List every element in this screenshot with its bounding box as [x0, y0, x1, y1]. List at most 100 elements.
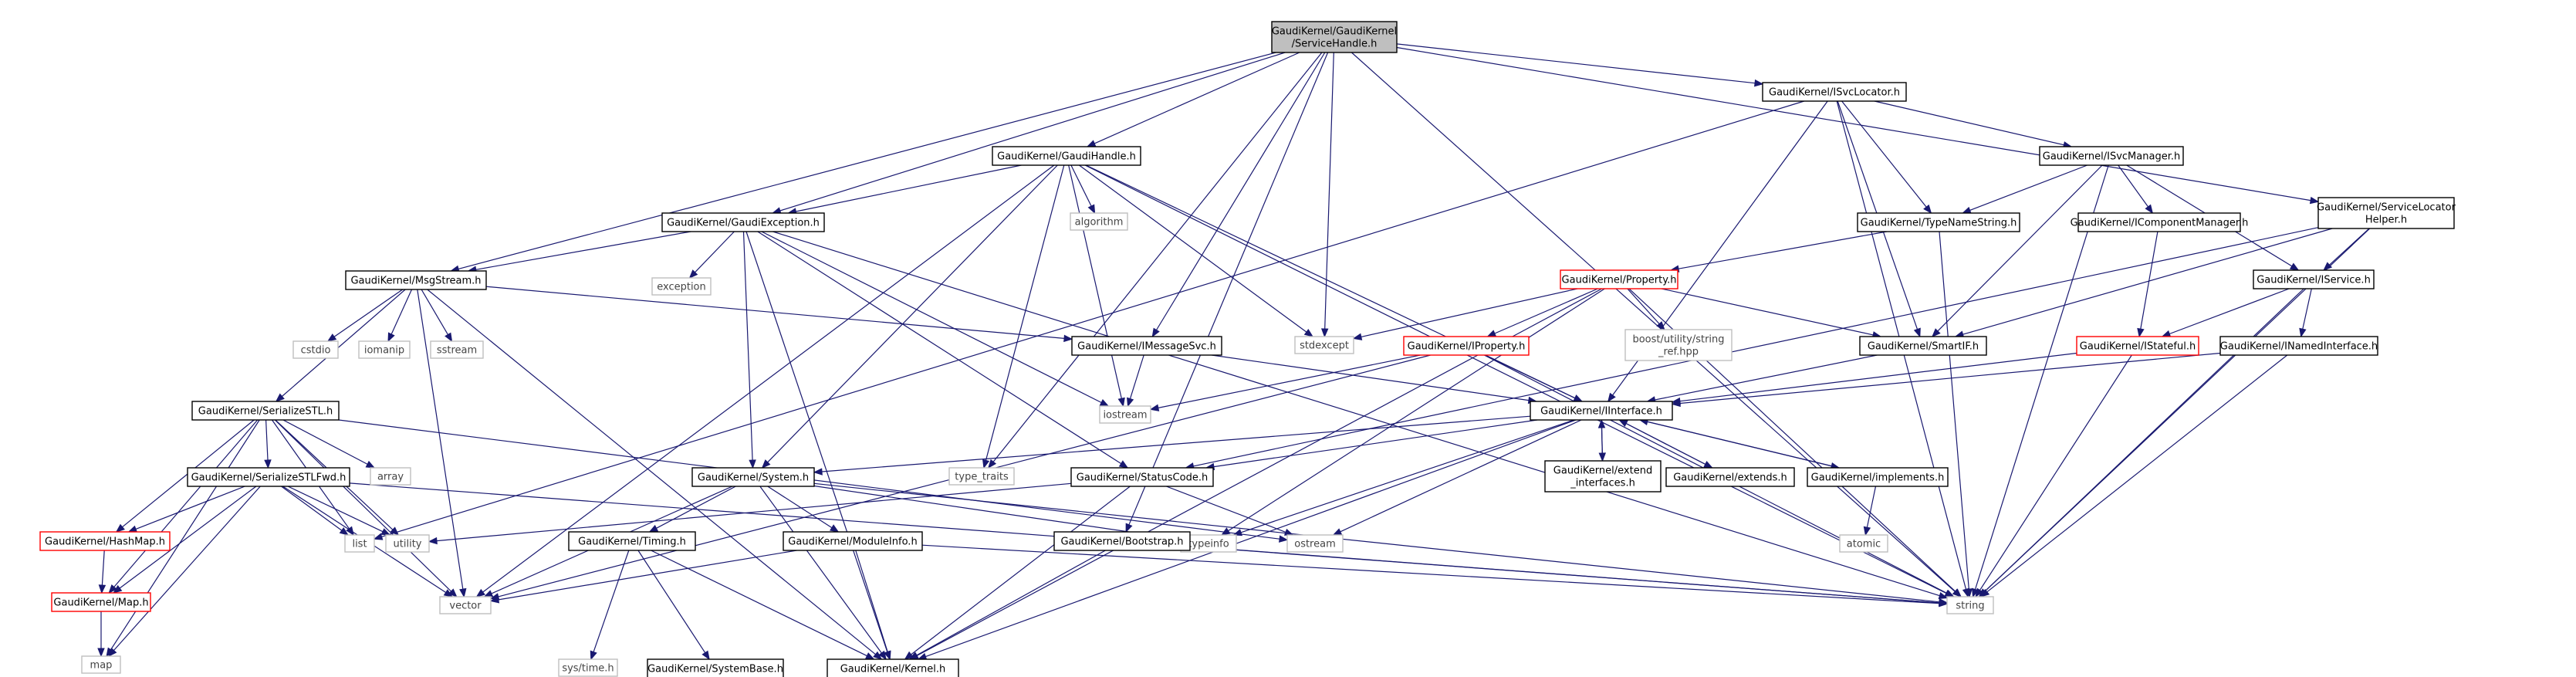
node-utility: utility — [385, 534, 430, 553]
node-msgstream[interactable]: GaudiKernel/MsgStream.h — [345, 270, 487, 290]
node-label: GaudiKernel/IStateful.h — [2080, 341, 2196, 353]
node-istateful[interactable]: GaudiKernel/IStateful.h — [2076, 336, 2199, 356]
node-array: array — [370, 467, 411, 486]
node-imessagesvc[interactable]: GaudiKernel/IMessageSvc.h — [1071, 336, 1222, 356]
node-label: GaudiKernel/Timing.h — [578, 537, 686, 548]
node-property[interactable]: GaudiKernel/Property.h — [1560, 269, 1678, 289]
edge-hashmap-to-map_h — [98, 550, 106, 594]
edge-property-to-boostref — [1627, 288, 1665, 330]
node-inamedinterface[interactable]: GaudiKernel/INamedInterface.h — [2219, 336, 2378, 356]
edge-gaudiexception-to-kernel — [745, 231, 891, 661]
edge-gaudiexception-to-statuscode — [757, 231, 1129, 469]
node-exception: exception — [651, 277, 712, 296]
edge-serializestl-to-map_h — [108, 419, 259, 594]
node-label: atomic — [1847, 539, 1881, 550]
node-box — [558, 658, 618, 677]
node-icomponentmanager[interactable]: GaudiKernel/IComponentManager.h — [2071, 212, 2249, 232]
node-moduleinfo[interactable]: GaudiKernel/ModuleInfo.h — [783, 531, 923, 551]
node-box — [1839, 534, 1888, 553]
node-iproperty[interactable]: GaudiKernel/IProperty.h — [1403, 336, 1530, 356]
node-box — [568, 531, 696, 551]
node-timing[interactable]: GaudiKernel/Timing.h — [568, 531, 696, 551]
node-box — [651, 277, 712, 296]
node-box — [370, 467, 411, 486]
node-hashmap[interactable]: GaudiKernel/HashMap.h — [39, 531, 171, 551]
node-label: _interfaces.h — [1570, 478, 1635, 489]
node-box — [1099, 405, 1151, 424]
edge-map_h-to-map — [97, 611, 105, 658]
node-string: string — [1946, 596, 1994, 614]
node-implements[interactable]: GaudiKernel/implements.h — [1807, 467, 1949, 487]
edge-gaudihandle-to-iostream — [1068, 164, 1125, 408]
node-extendinterfaces[interactable]: GaudiKernel/extend_interfaces.h — [1544, 460, 1662, 493]
node-isvclocator[interactable]: GaudiKernel/ISvcLocator.h — [1762, 82, 1907, 102]
node-box — [1071, 336, 1222, 356]
node-systembase[interactable]: GaudiKernel/SystemBase.h — [647, 658, 784, 677]
node-box — [439, 596, 492, 614]
edge-system-to-kernel — [759, 486, 887, 661]
edge-moduleinfo-to-string — [921, 544, 1949, 608]
node-smartif[interactable]: GaudiKernel/SmartIF.h — [1859, 336, 1987, 356]
node-label: GaudiKernel/GaudiKernel — [1272, 26, 1397, 38]
node-isvcmanager[interactable]: GaudiKernel/ISvcManager.h — [2039, 146, 2184, 166]
node-label: GaudiKernel/SerializeSTL.h — [198, 406, 333, 418]
node-label: type_traits — [955, 472, 1009, 483]
node-label: string — [1956, 601, 1984, 612]
node-serializestlfwd[interactable]: GaudiKernel/SerializeSTLFwd.h — [187, 467, 350, 487]
node-box — [2219, 336, 2378, 356]
node-box — [827, 658, 959, 677]
node-label: typeinfo — [1188, 539, 1229, 550]
node-label: GaudiKernel/implements.h — [1811, 472, 1945, 484]
node-bootstrap[interactable]: GaudiKernel/Bootstrap.h — [1053, 531, 1191, 551]
node-serializestl[interactable]: GaudiKernel/SerializeSTL.h — [191, 401, 340, 421]
node-label: list — [352, 539, 367, 550]
node-typenamestring[interactable]: GaudiKernel/TypeNameString.h — [1857, 212, 2020, 232]
edge-istateful-to-iinterface — [1671, 352, 2077, 405]
node-system[interactable]: GaudiKernel/System.h — [691, 467, 815, 487]
node-label: algorithm — [1075, 217, 1124, 228]
node-label: iostream — [1103, 410, 1147, 421]
node-box — [187, 467, 350, 487]
node-kernel[interactable]: GaudiKernel/Kernel.h — [827, 658, 959, 677]
edge-msgstream-to-vector — [417, 289, 467, 598]
node-box — [2077, 212, 2241, 232]
edge-isvclocator-to-list — [373, 100, 1804, 540]
edge-serializestlfwd-to-map — [107, 486, 261, 658]
node-gaudiexception[interactable]: GaudiKernel/GaudiException.h — [661, 212, 825, 232]
node-iservice[interactable]: GaudiKernel/IService.h — [2253, 269, 2375, 289]
node-map_h[interactable]: GaudiKernel/Map.h — [51, 592, 151, 612]
node-box — [385, 534, 430, 553]
node-label: GaudiKernel/Kernel.h — [840, 664, 946, 675]
node-box — [1560, 269, 1678, 289]
node-box — [1946, 596, 1994, 614]
node-extends[interactable]: GaudiKernel/extends.h — [1665, 467, 1795, 487]
nodes-layer: GaudiKernel/GaudiKernel/ServiceHandle.hG… — [39, 21, 2456, 677]
node-iinterface[interactable]: GaudiKernel/IInterface.h — [1530, 401, 1673, 421]
edge-statuscode-to-ostream — [1166, 486, 1294, 536]
node-label: Helper.h — [2365, 215, 2407, 226]
edge-root-to-servicelocatorhelper — [1396, 46, 2320, 205]
node-box — [1403, 336, 1530, 356]
node-gaudihandle[interactable]: GaudiKernel/GaudiHandle.h — [992, 146, 1141, 166]
node-box — [430, 340, 484, 359]
edge-iinterface-to-statuscode — [1205, 419, 1538, 471]
node-statuscode[interactable]: GaudiKernel/StatusCode.h — [1070, 467, 1214, 487]
node-box — [191, 401, 340, 421]
edge-iinterface-to-kernel — [917, 419, 1577, 660]
node-root[interactable]: GaudiKernel/GaudiKernel/ServiceHandle.h — [1271, 21, 1398, 53]
node-stdexcept: stdexcept — [1294, 336, 1354, 354]
edge-gaudiexception-to-string — [772, 231, 1949, 600]
edge-imessagesvc-to-iostream — [1127, 354, 1144, 408]
edge-timing-to-systembase — [637, 550, 710, 661]
edge-serializestlfwd-to-list — [281, 486, 349, 536]
node-box — [1624, 329, 1733, 361]
edge-serializestlfwd-to-utility — [287, 486, 391, 536]
node-boostref: boost/utility/string_ref.hpp — [1624, 329, 1733, 361]
edge-typenamestring-to-string — [1939, 231, 1973, 598]
edge-root-to-isvclocator — [1396, 43, 1764, 87]
edge-gaudihandle-to-typetraits — [982, 164, 1065, 469]
node-label: GaudiKernel/ModuleInfo.h — [788, 537, 917, 548]
edge-gaudiexception-to-system — [742, 231, 756, 469]
